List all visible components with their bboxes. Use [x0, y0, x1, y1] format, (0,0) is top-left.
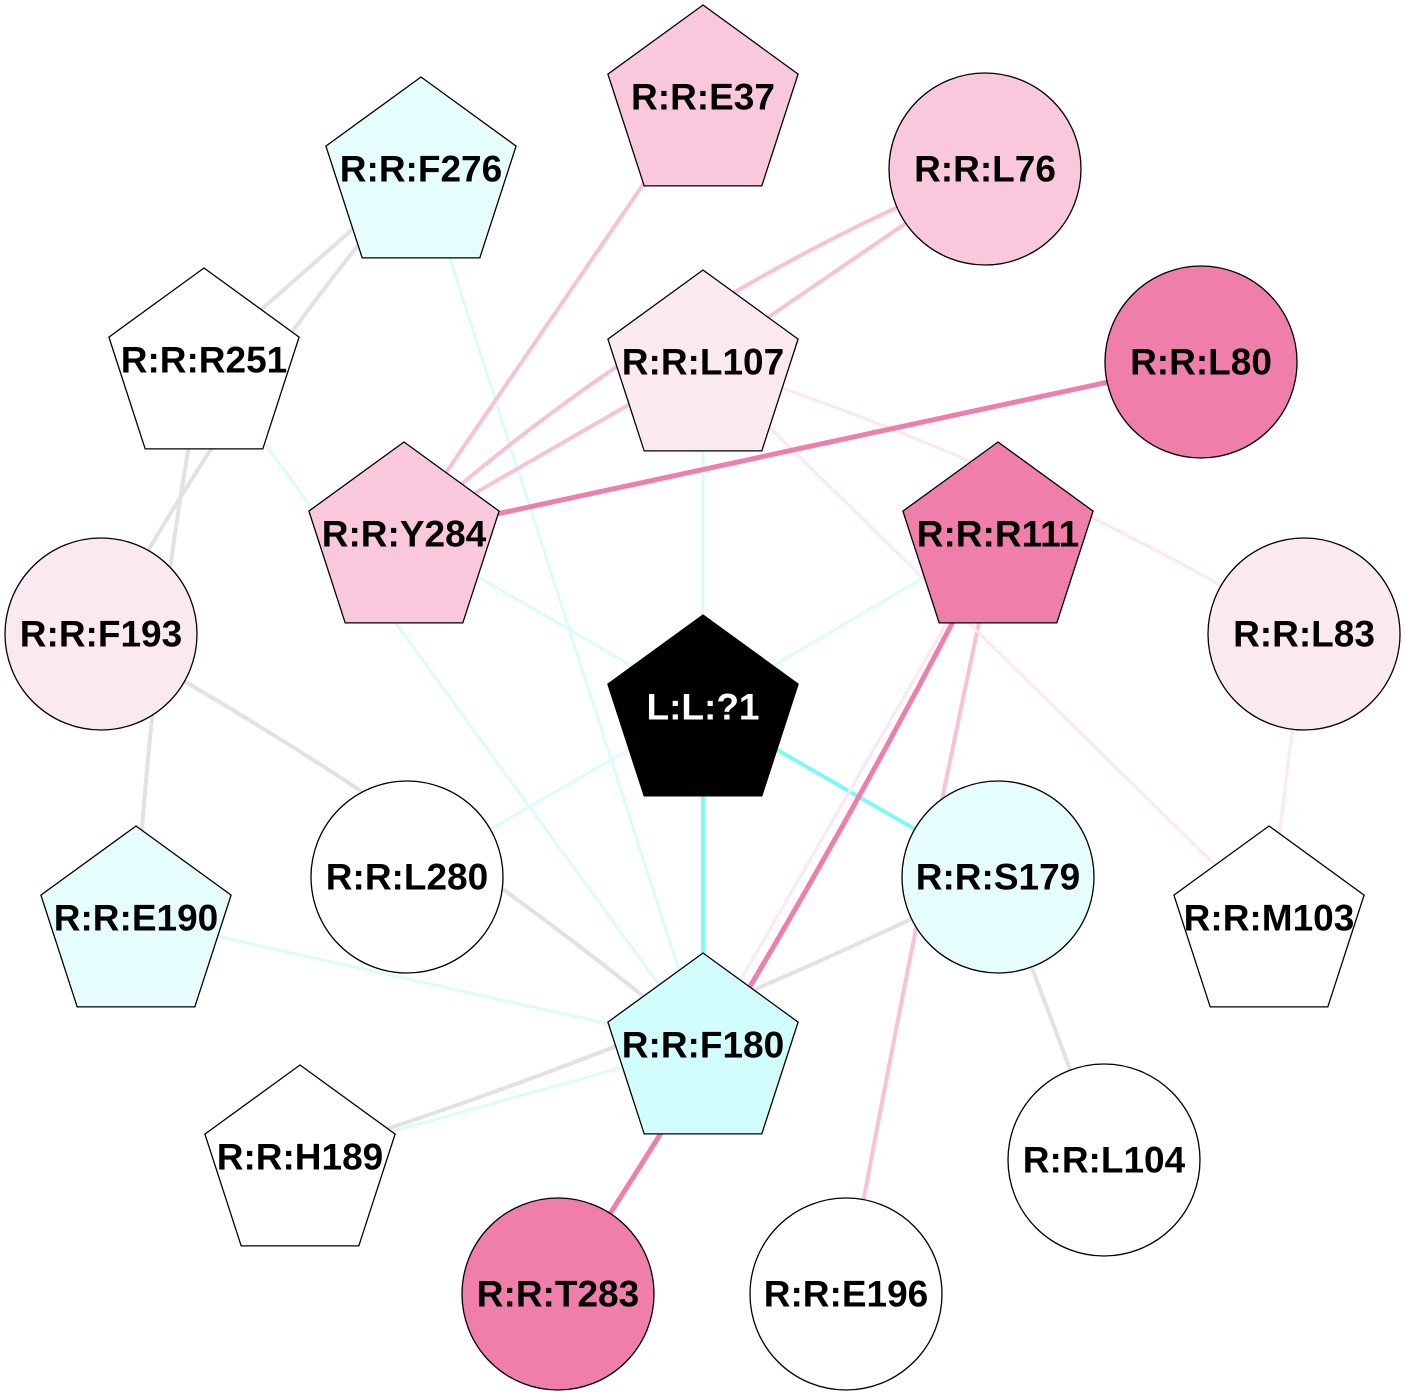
node-l107-pentagon	[607, 269, 799, 452]
node-t283-label: R:R:T283	[477, 1274, 639, 1315]
node-e190-label: R:R:E190	[54, 898, 219, 939]
node-e190-pentagon	[40, 825, 232, 1008]
node-f276: R:R:F276	[325, 76, 517, 259]
edge-r251-f180	[202, 358, 705, 1047]
node-r251-pentagon	[108, 267, 300, 450]
node-y284-pentagon	[308, 441, 500, 624]
node-e37-label: R:R:E37	[631, 77, 775, 118]
node-r111-pentagon	[902, 441, 1094, 624]
node-f276-label: R:R:F276	[340, 149, 502, 190]
node-e37: R:R:E37	[607, 4, 799, 187]
node-h189-label: R:R:H189	[217, 1137, 384, 1178]
node-l104-label: R:R:L104	[1023, 1140, 1186, 1181]
node-m103-pentagon	[1173, 825, 1365, 1008]
node-l104: R:R:L104	[1007, 1063, 1201, 1257]
node-f180-pentagon	[607, 952, 799, 1135]
node-l107: R:R:L107	[607, 269, 799, 452]
node-l76-label: R:R:L76	[914, 149, 1056, 190]
node-l76-circle	[888, 72, 1082, 266]
node-l280-circle	[310, 780, 504, 974]
node-l80-label: R:R:L80	[1130, 342, 1272, 383]
node-f180: R:R:F180	[607, 952, 799, 1135]
node-ligand-pentagon	[607, 614, 799, 797]
node-r111-label: R:R:R111	[917, 514, 1079, 555]
node-f276-pentagon	[325, 76, 517, 259]
edge-f276-f180	[419, 167, 705, 1047]
node-h189-pentagon	[204, 1064, 396, 1247]
node-l104-circle	[1007, 1063, 1201, 1257]
node-e196: R:R:E196	[749, 1197, 943, 1391]
node-m103: R:R:M103	[1173, 825, 1365, 1008]
node-y284-label: R:R:Y284	[322, 514, 487, 555]
node-e196-circle	[749, 1197, 943, 1391]
node-l83-label: R:R:L83	[1233, 614, 1375, 655]
node-e37-pentagon	[607, 4, 799, 187]
node-l107-label: R:R:L107	[622, 342, 784, 383]
node-y284: R:R:Y284	[308, 441, 500, 624]
node-m103-label: R:R:M103	[1184, 898, 1355, 939]
edge-l80-y284	[401, 359, 1204, 537]
node-l280-label: R:R:L280	[326, 857, 488, 898]
node-r251-label: R:R:R251	[121, 340, 288, 381]
node-s179: R:R:S179	[901, 780, 1095, 974]
node-e190: R:R:E190	[40, 825, 232, 1008]
node-l80-circle	[1104, 265, 1298, 459]
node-h189: R:R:H189	[204, 1064, 396, 1247]
node-f193-circle	[4, 537, 198, 731]
node-t283-circle	[461, 1197, 655, 1391]
node-f193-label: R:R:F193	[20, 614, 182, 655]
node-t283: R:R:T283	[461, 1197, 655, 1391]
node-r111: R:R:R111	[902, 441, 1094, 624]
node-l280: R:R:L280	[310, 780, 504, 974]
node-s179-label: R:R:S179	[916, 857, 1081, 898]
edge-l107-m103	[701, 360, 1271, 920]
node-e196-label: R:R:E196	[764, 1274, 929, 1315]
node-l83-circle	[1207, 537, 1401, 731]
node-l83: R:R:L83	[1207, 537, 1401, 731]
node-l80: R:R:L80	[1104, 265, 1298, 459]
node-f180-label: R:R:F180	[622, 1025, 784, 1066]
edge-r111-t283	[555, 531, 1001, 1297]
node-s179-circle	[901, 780, 1095, 974]
node-f193: R:R:F193	[4, 537, 198, 731]
node-r251: R:R:R251	[108, 267, 300, 450]
node-ligand-label: L:L:?1	[646, 687, 759, 728]
node-l76: R:R:L76	[888, 72, 1082, 266]
node-ligand: L:L:?1	[607, 614, 799, 797]
